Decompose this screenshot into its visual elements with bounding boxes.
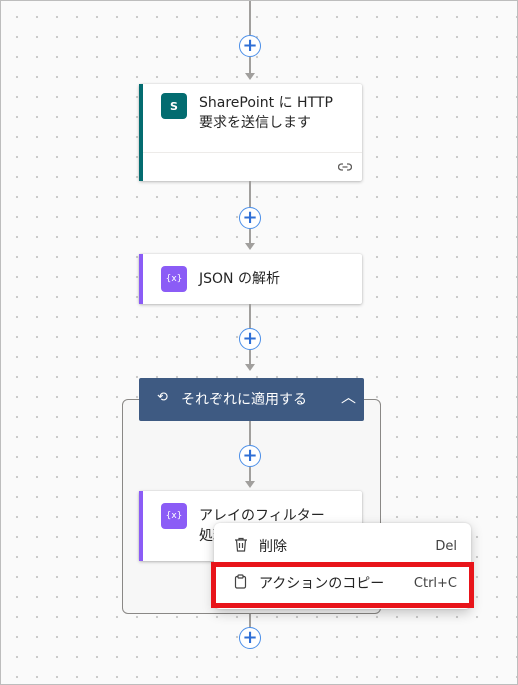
menu-item-delete[interactable]: 削除 Del [214, 531, 471, 561]
scope-title: それぞれに適用する [181, 392, 307, 408]
connector-line [249, 229, 251, 243]
menu-item-copy-action[interactable]: アクションのコピー Ctrl+C [214, 568, 471, 598]
clipboard-icon [234, 573, 247, 593]
connector-arrow [245, 243, 255, 250]
apply-to-each-header[interactable]: ⟲ それぞれに適用する ︿ [139, 378, 364, 421]
add-step-button[interactable]: + [239, 35, 261, 57]
sharepoint-icon: S [161, 93, 187, 119]
connector-arrow [245, 481, 255, 488]
menu-item-label: アクションのコピー [259, 576, 385, 592]
action-card-parse-json[interactable]: {x} JSON の解析 [139, 254, 362, 304]
connector-line [249, 1, 251, 35]
connector-line [249, 614, 251, 628]
chevron-up-icon[interactable]: ︿ [340, 388, 356, 406]
add-step-button[interactable]: + [239, 328, 261, 350]
action-title-line: SharePoint に HTTP [199, 95, 333, 111]
card-divider [143, 152, 362, 153]
menu-item-shortcut: Ctrl+C [413, 575, 457, 591]
action-card-sharepoint-http[interactable]: S SharePoint に HTTP 要求を送信します [139, 84, 362, 181]
action-title-line: 要求を送信します [199, 115, 311, 131]
connector-line [249, 350, 251, 364]
link-icon [337, 161, 353, 177]
connector-line [249, 181, 251, 207]
menu-item-shortcut: Del [435, 538, 457, 554]
action-title: JSON の解析 [199, 271, 280, 287]
add-step-button[interactable]: + [239, 627, 261, 649]
card-accent [139, 254, 143, 304]
connector-arrow [245, 364, 255, 371]
connector-arrow [245, 73, 255, 80]
trash-icon [234, 537, 248, 556]
add-step-button[interactable]: + [239, 445, 261, 467]
loop-icon: ⟲ [157, 390, 168, 405]
connector-line [249, 57, 251, 73]
action-title-line: アレイのフィルター [199, 508, 325, 524]
highlight-box [211, 562, 474, 608]
menu-item-label: 削除 [259, 539, 287, 555]
action-title: SharePoint に HTTP 要求を送信します [199, 93, 333, 133]
add-step-button[interactable]: + [239, 207, 261, 229]
connector-line [249, 304, 251, 328]
data-operation-icon: {x} [161, 266, 187, 292]
connector-line [249, 421, 251, 445]
data-operation-icon: {x} [161, 503, 187, 529]
connector-line [249, 467, 251, 481]
card-accent [139, 84, 143, 181]
card-accent [139, 491, 143, 561]
